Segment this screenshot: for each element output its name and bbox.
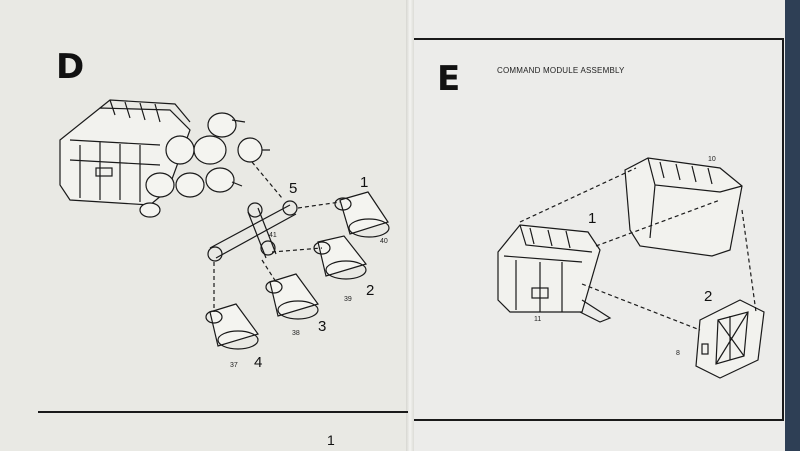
part-number-11: 11: [534, 316, 542, 323]
part-number-10: 10: [708, 156, 716, 163]
callout-d-4: 4: [254, 354, 263, 371]
right-border-rule: [782, 38, 784, 419]
guide-lines-e: [519, 167, 757, 331]
command-module-front-11: [497, 224, 612, 323]
part-number-37: 37: [230, 362, 238, 369]
step-d-label: D: [56, 47, 85, 87]
service-module-drawing: [59, 99, 270, 218]
top-rule-right: [414, 38, 784, 40]
engine-bell-37: [205, 303, 259, 350]
bottom-rule-right: [414, 419, 784, 421]
command-module-shell-10: [624, 157, 743, 257]
page-fold: [406, 0, 414, 451]
callout-d-1: 1: [360, 174, 369, 191]
section-title: COMMAND MODULE ASSEMBLY: [497, 66, 625, 75]
callout-e-1: 1: [588, 210, 597, 227]
part-number-8: 8: [676, 350, 680, 357]
part-number-39: 39: [344, 296, 352, 303]
callout-e-2: 2: [704, 288, 713, 305]
guide-lines-d: [213, 161, 341, 312]
engine-bell-40: [334, 191, 390, 238]
callout-d-5: 5: [289, 180, 298, 197]
callout-d-3: 3: [318, 318, 327, 335]
callout-d-2: 2: [366, 282, 375, 299]
part-number-40: 40: [380, 238, 388, 245]
bottom-rule-left: [38, 411, 408, 413]
engine-frame-drawing: [207, 200, 298, 262]
part-number-41: 41: [269, 232, 277, 239]
engine-bell-39: [313, 235, 368, 280]
part-number-38: 38: [292, 330, 300, 337]
hatch-door-8: [695, 299, 765, 379]
left-page: [0, 0, 410, 451]
page-number: 1: [327, 432, 335, 448]
step-e-label: E: [437, 59, 461, 99]
engine-bell-38: [265, 273, 319, 320]
